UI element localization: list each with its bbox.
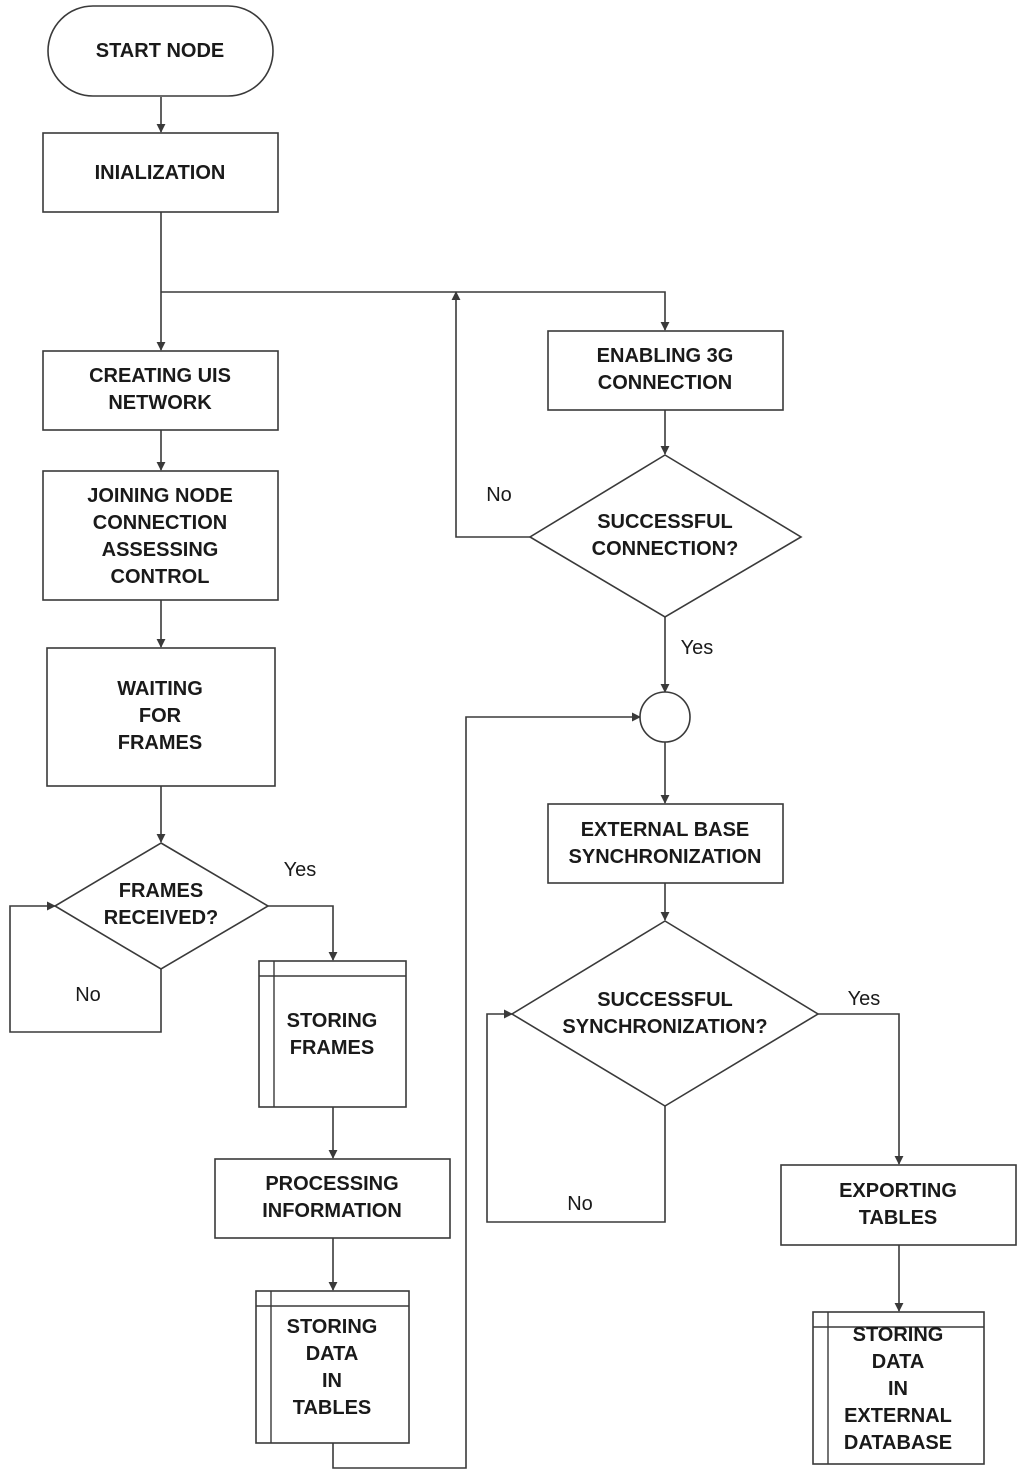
storing-tables-box: STORING DATA IN TABLES <box>255 1290 410 1444</box>
enabling-line-2: CONNECTION <box>598 372 732 394</box>
arrow-sync-no-loop <box>486 1009 666 1223</box>
storing-external-line-5: DATABASE <box>844 1432 952 1454</box>
exporting-tables-box: EXPORTING TABLES <box>780 1164 1017 1246</box>
waiting-line-2: FOR <box>139 705 182 727</box>
external-sync-line-2: SYNCHRONIZATION <box>569 846 762 868</box>
external-sync-box: EXTERNAL BASE SYNCHRONIZATION <box>547 803 784 884</box>
storing-external-line-1: STORING <box>853 1324 944 1346</box>
junction-connector <box>639 691 691 743</box>
successful-sync-decision: SUCCESSFUL SYNCHRONIZATION? <box>510 920 820 1107</box>
joining-node-box: JOINING NODE CONNECTION ASSESSING CONTRO… <box>42 470 279 601</box>
arrow-frames-yes-to-storing <box>268 905 338 961</box>
storing-frames-line-1: STORING <box>287 1010 378 1032</box>
joining-line-3: ASSESSING <box>102 539 219 561</box>
enabling-3g-box: ENABLING 3G CONNECTION <box>547 330 784 411</box>
storing-external-database-box: STORING DATA IN EXTERNAL DATABASE <box>812 1311 985 1465</box>
storing-tables-line-3: IN <box>322 1370 342 1392</box>
successful-connection-line-1: SUCCESSFUL <box>597 511 733 533</box>
arrow-frames-no-loop <box>9 901 162 1033</box>
start-node: START NODE <box>47 5 274 97</box>
successful-sync-line-2: SYNCHRONIZATION? <box>562 1016 767 1038</box>
exporting-line-1: EXPORTING <box>839 1180 957 1202</box>
joining-line-2: CONNECTION <box>93 512 227 534</box>
exporting-line-2: TABLES <box>859 1207 938 1229</box>
initialization-box: INIALIZATION <box>42 132 279 213</box>
storing-frames-line-2: FRAMES <box>290 1037 374 1059</box>
start-node-label: START NODE <box>96 40 225 62</box>
waiting-frames-box: WAITING FOR FRAMES <box>46 647 276 787</box>
enabling-line-1: ENABLING 3G <box>597 345 734 367</box>
storing-external-line-2: DATA <box>872 1351 925 1373</box>
arrow-sync-yes-to-exporting <box>818 1013 904 1165</box>
storing-tables-line-1: STORING <box>287 1316 378 1338</box>
external-sync-line-1: EXTERNAL BASE <box>581 819 750 841</box>
connection-yes-label: Yes <box>681 637 714 659</box>
frames-received-line-1: FRAMES <box>119 880 203 902</box>
joining-line-1: JOINING NODE <box>87 485 233 507</box>
processing-line-1: PROCESSING <box>265 1173 398 1195</box>
creating-line-1: CREATING UIS <box>89 365 231 387</box>
sync-yes-label: Yes <box>848 988 881 1010</box>
connectors <box>9 97 904 1469</box>
processing-line-2: INFORMATION <box>262 1200 402 1222</box>
frames-yes-label: Yes <box>284 859 317 881</box>
waiting-line-1: WAITING <box>117 678 203 700</box>
creating-network-box: CREATING UIS NETWORK <box>42 350 279 431</box>
successful-connection-decision: SUCCESSFUL CONNECTION? <box>528 454 803 618</box>
frames-received-line-2: RECEIVED? <box>104 907 218 929</box>
successful-sync-line-1: SUCCESSFUL <box>597 989 733 1011</box>
initialization-label: INIALIZATION <box>95 162 226 184</box>
line-branch-to-enabling <box>161 291 670 331</box>
creating-line-2: NETWORK <box>108 392 212 414</box>
sync-no-label: No <box>567 1193 593 1215</box>
processing-information-box: PROCESSING INFORMATION <box>214 1158 451 1239</box>
storing-frames-box: STORING FRAMES <box>258 960 407 1108</box>
storing-external-line-4: EXTERNAL <box>844 1405 952 1427</box>
frames-no-label: No <box>75 984 101 1006</box>
frames-received-decision: FRAMES RECEIVED? <box>53 842 270 970</box>
joining-line-4: CONTROL <box>111 566 210 588</box>
arrow-connection-no-loop <box>451 291 530 538</box>
storing-tables-line-4: TABLES <box>293 1397 372 1419</box>
storing-external-line-3: IN <box>888 1378 908 1400</box>
storing-tables-line-2: DATA <box>306 1343 359 1365</box>
waiting-line-3: FRAMES <box>118 732 202 754</box>
successful-connection-line-2: CONNECTION? <box>592 538 739 560</box>
connection-no-label: No <box>486 484 512 506</box>
arrow-tables-to-junction <box>332 712 641 1469</box>
